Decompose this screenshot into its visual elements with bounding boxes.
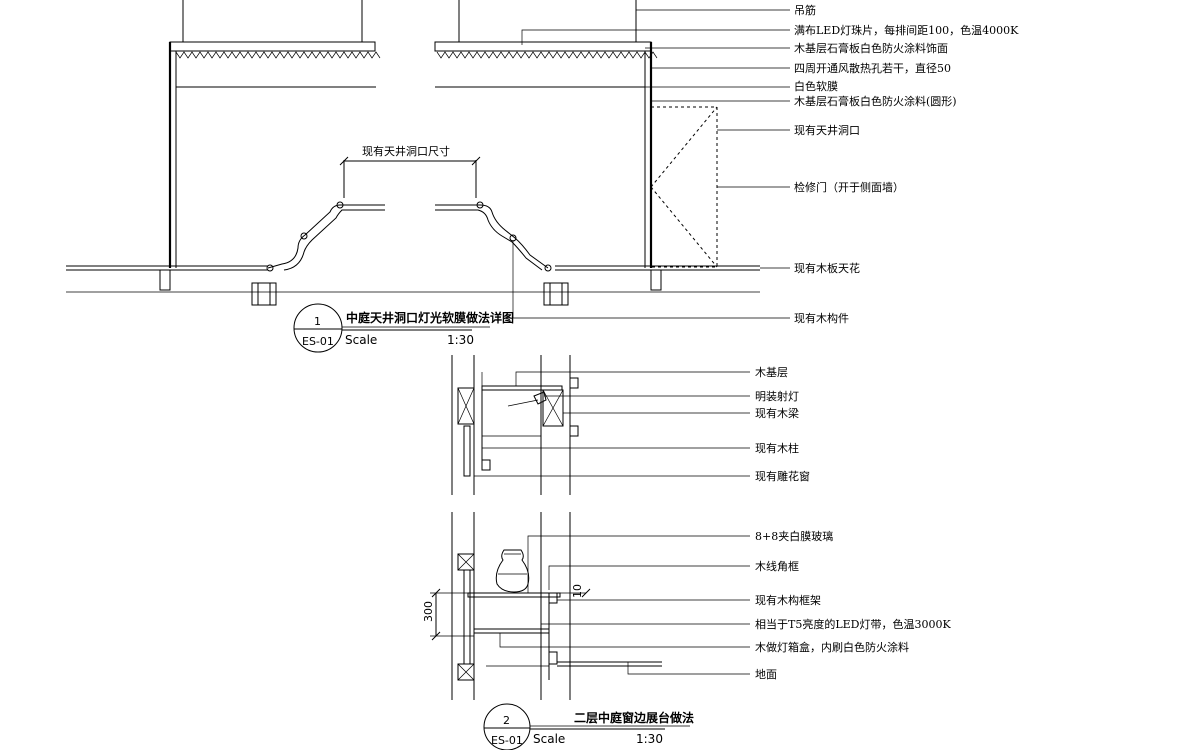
detail-2-title: 二层中庭窗边展台做法	[574, 710, 694, 725]
callout-wood-ceiling: 现有木板天花	[794, 261, 860, 275]
detail-1-callout-labels: 吊筋 满布LED灯珠片，每排间距100，色温4000K 木基层石膏板白色防火涂料…	[362, 3, 1019, 325]
detail-2-number: 2	[503, 714, 510, 727]
callout-wood-trim-frame: 木线角框	[755, 559, 799, 573]
dimension-opening-label: 现有天井洞口尺寸	[362, 144, 450, 158]
callout-wood-frame: 现有木构框架	[755, 593, 821, 607]
dimension-10: 10	[571, 584, 584, 598]
detail-2a-callout-labels: 木基层 明装射灯 现有木梁 现有木柱 现有雕花窗	[755, 366, 810, 483]
detail-2b-leaders	[499, 535, 750, 675]
callout-laminated-glass: 8+8夹白膜玻璃	[755, 529, 833, 543]
callout-spotlight: 明装射灯	[755, 389, 799, 403]
callout-gypsum-round: 木基层石膏板白色防火涂料(圆形)	[794, 94, 957, 108]
callout-wood-base: 木基层	[755, 366, 788, 379]
callout-wood-column: 现有木柱	[755, 441, 799, 455]
detail-1-scale-value: 1:30	[447, 333, 474, 347]
callout-led-strip: 相当于T5亮度的LED灯带，色温3000K	[755, 617, 951, 631]
detail-2a-leaders	[474, 371, 750, 477]
callout-light-box: 木做灯箱盒，内刷白色防火涂料	[755, 640, 909, 654]
callout-wood-member: 现有木构件	[794, 311, 849, 325]
callout-access-door: 检修门（开于侧面墙）	[794, 180, 904, 194]
detail-2-sheet: ES-01	[491, 734, 523, 747]
detail-1-title: 中庭天井洞口灯光软膜做法详图	[346, 310, 514, 325]
detail-2a-geometry	[451, 355, 579, 495]
callout-carved-window: 现有雕花窗	[755, 469, 810, 483]
callout-hanger-rod: 吊筋	[794, 3, 816, 17]
callout-led-panel: 满布LED灯珠片，每排间距100，色温4000K	[794, 23, 1019, 37]
detail-1-number: 1	[314, 315, 321, 328]
detail-2b-callout-labels: 8+8夹白膜玻璃 木线角框 现有木构框架 相当于T5亮度的LED灯带，色温300…	[422, 529, 951, 681]
detail-1-sheet: ES-01	[302, 335, 334, 348]
title-block-2: 2 ES-01 二层中庭窗边展台做法 Scale 1:30	[483, 703, 694, 750]
callout-skylight-opening: 现有天井洞口	[794, 123, 860, 137]
callout-white-membrane: 白色软膜	[794, 79, 838, 93]
callout-floor: 地面	[755, 668, 777, 681]
detail-1-geometry	[66, 0, 760, 306]
detail-2-scale-label: Scale	[533, 732, 565, 746]
detail-2-scale-value: 1:30	[636, 732, 663, 746]
detail-1-leaders	[512, 9, 790, 319]
callout-wood-beam: 现有木梁	[755, 406, 799, 420]
detail-1-scale-label: Scale	[345, 333, 377, 347]
detail-2b-geometry	[430, 512, 662, 700]
callout-vent-holes: 四周开通风散热孔若干，直径50	[794, 61, 951, 75]
title-block-1: 1 ES-01 中庭天井洞口灯光软膜做法详图 Scale 1:30	[293, 303, 514, 353]
dimension-height-300: 300	[422, 601, 435, 622]
callout-gypsum-finish: 木基层石膏板白色防火涂料饰面	[794, 41, 948, 55]
